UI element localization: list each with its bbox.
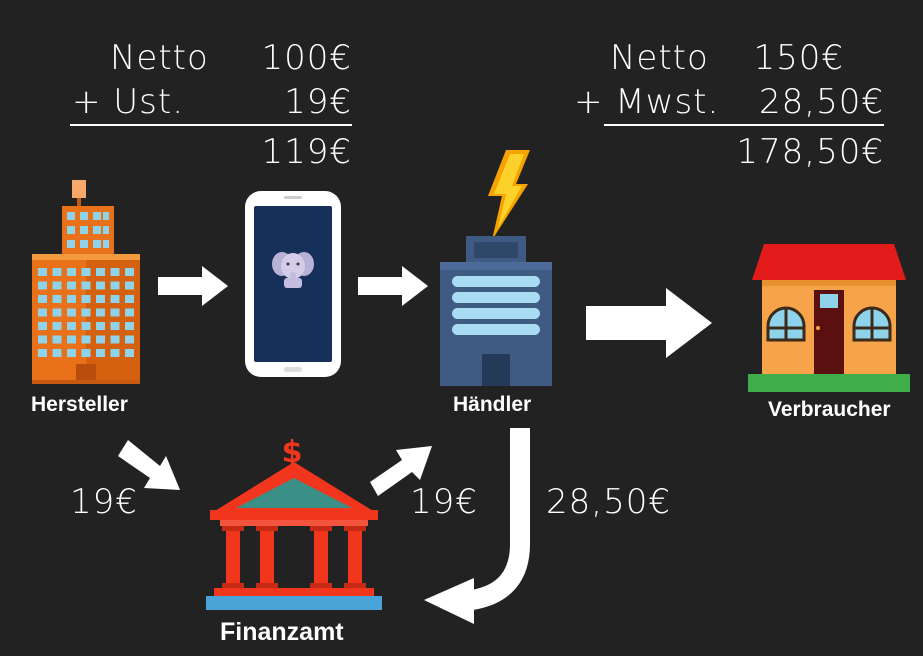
window-pane — [38, 335, 47, 344]
left-tax-value: 19€ — [284, 82, 352, 122]
window-pane — [67, 322, 76, 330]
window-pane — [52, 308, 62, 317]
factory-building-icon — [32, 180, 140, 384]
window-pane — [81, 281, 91, 290]
window-pane — [52, 268, 62, 276]
window-pane — [125, 349, 134, 357]
left-net-value: 100€ — [261, 38, 352, 78]
window-pane — [38, 295, 47, 303]
left-tax-row: + Ust. 19€ — [72, 80, 352, 124]
window-pane — [125, 335, 134, 344]
arrow-right-icon — [158, 266, 228, 306]
window-pane — [67, 295, 76, 303]
window-pane — [96, 349, 105, 357]
right-tax-value: 28,50€ — [759, 82, 884, 122]
smartphone-icon — [245, 191, 341, 377]
left-net-label: Netto — [110, 38, 209, 78]
window-pane — [81, 322, 91, 330]
right-sum-line — [604, 124, 884, 126]
window-pane — [110, 322, 120, 330]
manufacturer-tax-amount: 19€ — [70, 482, 138, 522]
window-pane — [125, 322, 134, 330]
window-pane — [110, 295, 120, 303]
right-total-row: 178,50€ — [574, 130, 884, 174]
window-pane — [52, 281, 62, 290]
window-pane — [110, 349, 120, 357]
window-pane — [110, 281, 120, 290]
right-total-value: 178,50€ — [736, 132, 884, 172]
left-total-row: 119€ — [72, 130, 352, 174]
window-pane — [38, 322, 47, 330]
consumer-label: Verbraucher — [768, 398, 891, 421]
right-tax-row: + Mwst. 28,50€ — [574, 80, 884, 124]
window-pane — [96, 335, 105, 344]
window-pane — [96, 322, 105, 330]
window-pane — [110, 335, 120, 344]
right-net-row: Netto 150€ — [574, 36, 884, 80]
arrow-down-right-icon — [118, 440, 180, 490]
left-sum-line — [70, 124, 352, 126]
bank-building-icon: $ — [206, 435, 382, 610]
manufacturer-label: Hersteller — [31, 393, 128, 416]
left-calculation: Netto 100€ + Ust. 19€ 119€ — [70, 36, 352, 174]
right-net-label: Netto — [610, 38, 709, 78]
arrow-right-icon — [586, 288, 712, 358]
office-building-icon — [440, 236, 552, 386]
tax-office-label: Finanzamt — [220, 618, 344, 646]
window-pane — [96, 308, 105, 317]
dollar-sign-icon: $ — [282, 435, 303, 470]
curved-arrow-down-icon — [424, 428, 530, 624]
right-calculation: Netto 150€ + Mwst. 28,50€ 178,50€ — [574, 36, 884, 174]
window-pane — [38, 308, 47, 317]
window-pane — [125, 268, 134, 276]
window-pane — [81, 349, 91, 357]
right-tax-label: + Mwst. — [574, 82, 720, 122]
arrow-right-icon — [358, 266, 428, 306]
window-pane — [81, 335, 91, 344]
dealer-label: Händler — [453, 393, 532, 416]
window-pane — [52, 349, 62, 357]
right-net-value: 150€ — [753, 38, 844, 78]
arrow-up-right-icon — [370, 446, 432, 496]
window-pane — [38, 281, 47, 290]
window-pane — [67, 349, 76, 357]
left-net-row: Netto 100€ — [72, 36, 352, 80]
window-pane — [67, 308, 76, 317]
window-pane — [38, 349, 47, 357]
input-tax-amount: 19€ — [410, 482, 478, 522]
window-pane — [52, 335, 62, 344]
window-pane — [125, 295, 134, 303]
window-pane — [52, 322, 62, 330]
window-pane — [110, 268, 120, 276]
window-pane — [38, 268, 47, 276]
window-pane — [81, 295, 91, 303]
window-pane — [67, 281, 76, 290]
window-pane — [96, 281, 105, 290]
window-pane — [52, 295, 62, 303]
window-pane — [67, 335, 76, 344]
window-pane — [125, 308, 134, 317]
window-pane — [81, 308, 91, 317]
window-pane — [67, 268, 76, 276]
house-icon — [748, 244, 910, 392]
window-pane — [96, 295, 105, 303]
dealer-tax-amount: 28,50€ — [546, 482, 671, 522]
left-total-value: 119€ — [261, 132, 352, 172]
window-pane — [96, 268, 105, 276]
left-tax-label: + Ust. — [72, 82, 185, 122]
window-pane — [125, 281, 134, 290]
elephant-logo-icon — [272, 252, 314, 288]
window-pane — [110, 308, 120, 317]
lightning-bolt-icon — [488, 150, 530, 240]
window-pane — [81, 268, 91, 276]
